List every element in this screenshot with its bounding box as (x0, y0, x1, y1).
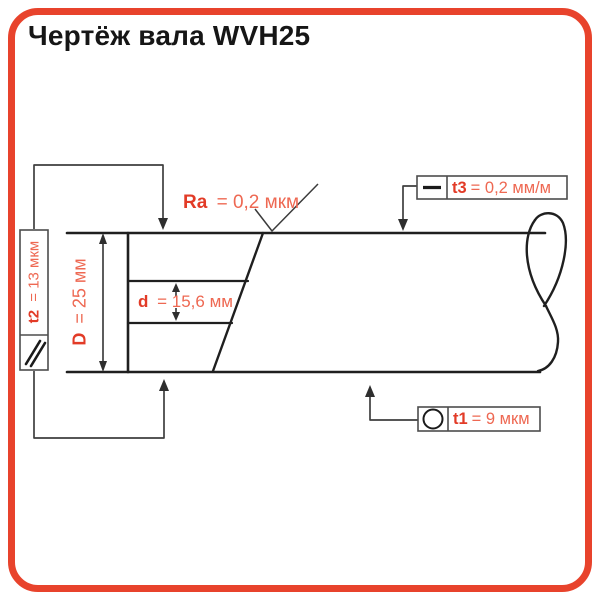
t2-bottom-arrowhead (159, 379, 169, 391)
page-title: Чертёж вала WVH25 (28, 20, 311, 51)
t3-label: t3 = 0,2 мм/м (452, 177, 551, 199)
t1-leader-line (369, 396, 418, 421)
t3-leader-line (402, 185, 417, 220)
parallelism-icon (24, 339, 47, 368)
dim-D-name: D (69, 332, 90, 346)
t3-frame (416, 175, 568, 200)
t3-name: t3 (452, 178, 467, 197)
dim-D-value: = 25 мм (69, 258, 90, 324)
roundness-icon (422, 408, 444, 430)
t2-leader-lines (33, 164, 165, 439)
dim-d-label: d = 15,6 мм (138, 292, 233, 312)
t3-value: = 0,2 мм/м (470, 178, 552, 197)
t1-frame (417, 406, 541, 432)
dimension-D-line (99, 233, 107, 372)
ra-name: Ra (183, 192, 208, 213)
dimension-d-arrows (172, 283, 180, 321)
t1-value: = 9 мкм (471, 410, 530, 428)
ra-value: = 0,2 мкм (216, 192, 300, 213)
t2-label: t2 = 13 мкм (26, 241, 43, 323)
roughness-check-icon (254, 183, 319, 232)
t2-top-arrowhead (158, 218, 168, 230)
t1-arrowhead (365, 385, 375, 397)
t2-frame (19, 229, 49, 371)
t2-name: t2 (25, 309, 43, 324)
t3-arrowhead (398, 219, 408, 231)
shaft-outline (65, 231, 547, 374)
dim-D-label: D = 25 мм (70, 258, 91, 345)
ra-label: Ra = 0,2 мкм (183, 192, 299, 214)
dim-d-value: = 15,6 мм (157, 292, 233, 311)
dim-d-name: d (138, 292, 149, 311)
t1-name: t1 (453, 410, 468, 428)
shaft-break-line (525, 212, 567, 373)
t2-value: = 13 мкм (25, 240, 43, 302)
t1-label: t1 = 9 мкм (453, 408, 530, 431)
